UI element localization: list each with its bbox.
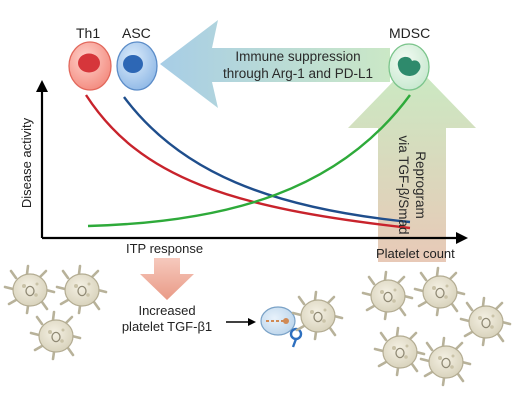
suppression-line-1: Immune suppression — [235, 49, 361, 64]
mdsc-label: MDSC — [389, 25, 431, 41]
itp-response-label: ITP response — [126, 241, 204, 256]
reprogram-text: Reprogram via TGF-β/Smad — [395, 125, 429, 245]
mdsc-curve — [87, 94, 411, 228]
mdsc-cell-icon — [388, 43, 430, 91]
platelet-icon — [3, 264, 56, 315]
increased-tgf-text: Increased platelet TGF-β1 — [108, 303, 226, 335]
immune-suppression-arrow — [160, 20, 390, 108]
asc-cell-icon — [116, 41, 158, 91]
platelet-icon — [29, 310, 82, 361]
th1-curve — [84, 94, 411, 230]
release-arrow — [226, 318, 256, 326]
suppression-text: Immune suppression through Arg-1 and PD-… — [212, 48, 384, 82]
increased-line-1: Increased — [138, 303, 196, 318]
reprogram-line-1: Reprogram — [413, 151, 428, 219]
tgf-vesicle-icon — [260, 306, 303, 348]
asc-curve — [123, 96, 411, 224]
platelet-count-label: Platelet count — [376, 246, 455, 261]
increased-line-2: platelet TGF-β1 — [121, 319, 213, 334]
down-arrow — [140, 258, 194, 300]
reprogram-line-2: via TGF-β/Smad — [396, 135, 411, 235]
th1-label: Th1 — [76, 25, 101, 41]
reprogram-arrow — [348, 62, 476, 262]
asc-label: ASC — [122, 25, 151, 41]
platelet-icon — [361, 270, 414, 321]
platelet-icon — [459, 296, 512, 347]
chart-axes — [36, 80, 468, 244]
suppression-line-2: through Arg-1 and PD-L1 — [222, 66, 374, 81]
y-axis-label: Disease activity — [19, 117, 34, 209]
platelet-icon — [373, 326, 426, 377]
platelet-icon — [419, 336, 472, 387]
th1-cell-icon — [68, 41, 112, 91]
platelet-icon — [413, 266, 466, 317]
platelet-icon — [55, 264, 108, 315]
